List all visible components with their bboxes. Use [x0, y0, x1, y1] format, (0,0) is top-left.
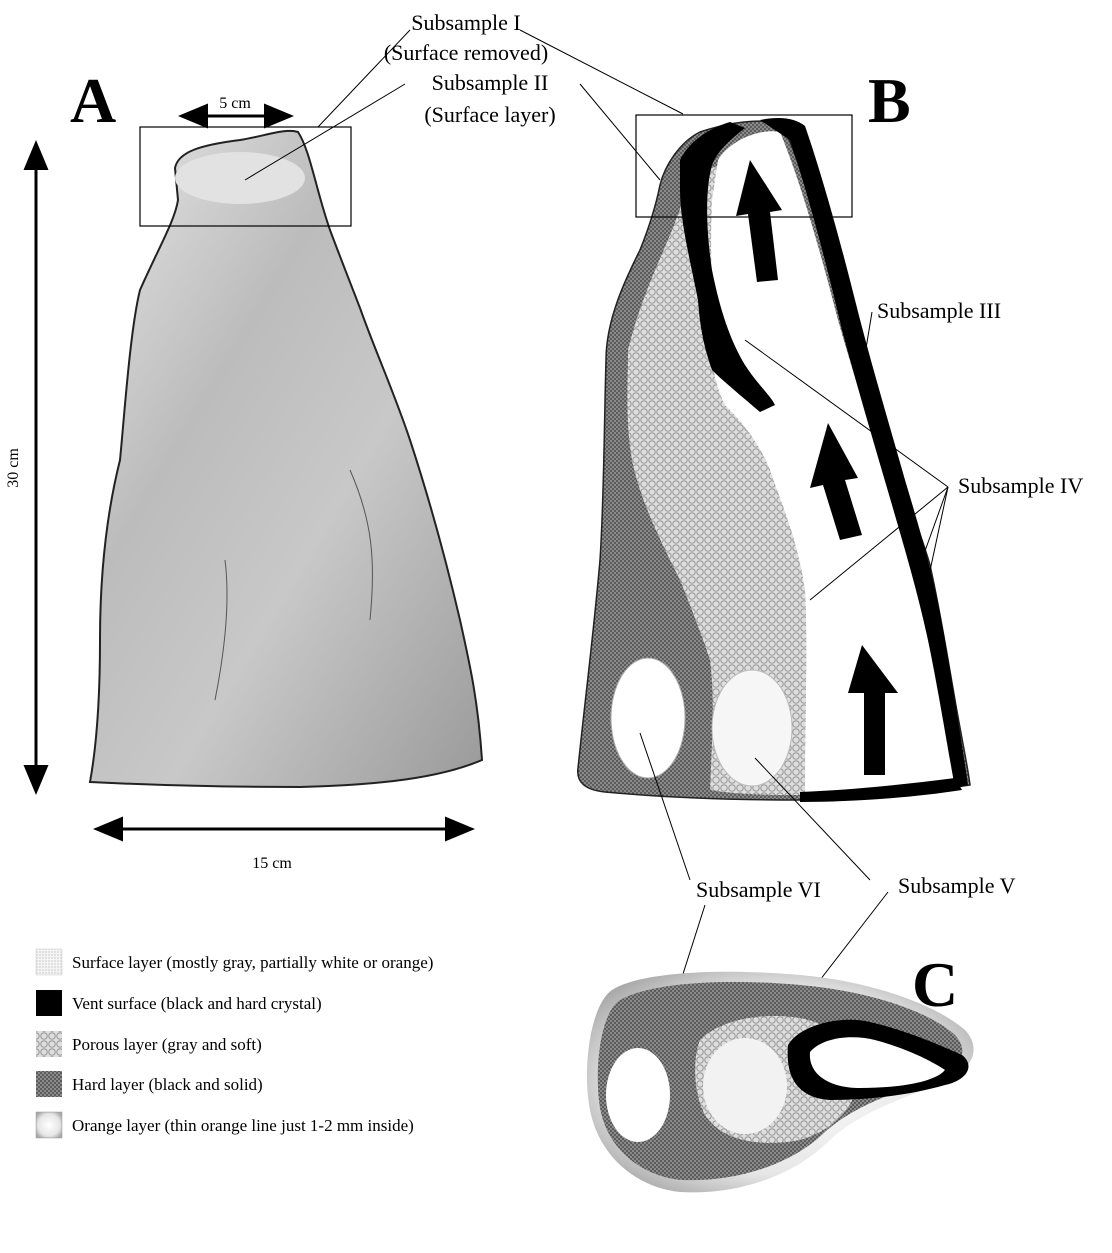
panel-c: C	[587, 949, 974, 1192]
chimney-a-body	[90, 131, 482, 787]
legend: Surface layer (mostly gray, partially wh…	[36, 949, 433, 1138]
legend-item-surface: Surface layer (mostly gray, partially wh…	[36, 949, 433, 975]
subsample-6-ellipse-b	[611, 658, 685, 778]
legend-item-orange: Orange layer (thin orange line just 1-2 …	[36, 1112, 414, 1138]
width-base-label: 15 cm	[252, 855, 292, 872]
legend-swatch-vent	[36, 990, 62, 1016]
subsample-5-ellipse-c	[703, 1038, 787, 1134]
legend-label-porous: Porous layer (gray and soft)	[72, 1035, 262, 1054]
subsample-5-ellipse-b	[712, 670, 792, 786]
legend-item-hard: Hard layer (black and solid)	[36, 1071, 263, 1097]
subsample-1-note: (Surface removed)	[384, 40, 548, 65]
legend-swatch-surface	[36, 949, 62, 975]
legend-label-surface: Surface layer (mostly gray, partially wh…	[72, 953, 433, 972]
legend-label-hard: Hard layer (black and solid)	[72, 1075, 263, 1094]
subsample-1-label: Subsample I	[411, 10, 520, 35]
subsample-4-label: Subsample IV	[958, 473, 1083, 498]
legend-item-porous: Porous layer (gray and soft)	[36, 1031, 262, 1057]
legend-item-vent: Vent surface (black and hard crystal)	[36, 990, 322, 1016]
legend-swatch-porous	[36, 1031, 62, 1057]
panel-b: B	[578, 65, 970, 802]
subsample-2-label: Subsample II	[432, 70, 549, 95]
width-top-label: 5 cm	[219, 95, 251, 112]
panel-b-letter: B	[868, 65, 911, 136]
legend-swatch-hard	[36, 1071, 62, 1097]
legend-label-vent: Vent surface (black and hard crystal)	[72, 994, 322, 1013]
subsample-6-label: Subsample VI	[696, 877, 821, 902]
legend-label-orange: Orange layer (thin orange line just 1-2 …	[72, 1116, 414, 1135]
height-label: 30 cm	[5, 448, 22, 488]
panel-a: A 5 cm 30 cm 15 cm	[5, 65, 482, 872]
panel-a-letter: A	[70, 65, 116, 136]
legend-swatch-orange	[36, 1112, 62, 1138]
subsample-5-label: Subsample V	[898, 873, 1016, 898]
chimney-a-top-surface	[175, 152, 305, 204]
subsample-2-note: (Surface layer)	[424, 102, 555, 127]
subsample-6-ellipse-c	[606, 1048, 670, 1142]
subsample-3-label: Subsample III	[877, 298, 1001, 323]
